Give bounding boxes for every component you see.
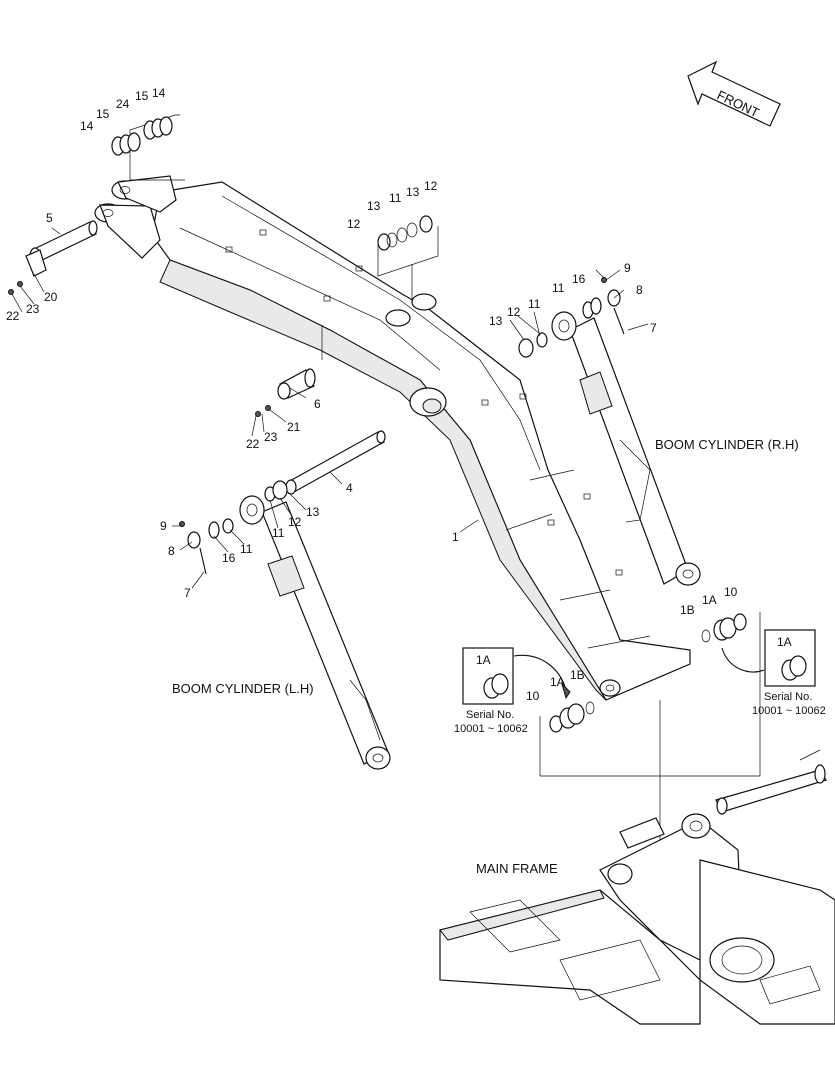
callout-14a: 14 [80,119,94,133]
callout-14b: 14 [152,86,166,100]
front-arrow: FRONT [687,60,781,127]
callout-7r: 7 [650,321,657,335]
callout-22a: 22 [6,309,20,323]
callout-11a: 11 [389,191,402,205]
caption-main-frame: MAIN FRAME [476,861,558,876]
foot-bushing-left [549,701,595,733]
callout-12a: 12 [347,217,361,231]
callout-8l: 8 [168,544,175,558]
main-frame [439,749,835,1025]
callout-10-left: 10 [526,689,540,703]
callout-23a: 23 [26,302,40,316]
callout-11e: 11 [240,542,253,556]
boom-cylinder-rh [518,277,701,586]
callout-numbers: 14 15 24 15 14 5 22 23 20 12 13 11 13 12… [6,86,738,703]
pin-5-assembly [8,220,98,295]
callout-20: 20 [44,290,58,304]
inset-box-right: 1A Serial No. 10001 ~ 10062 [721,629,826,717]
callout-13b: 13 [406,185,420,199]
pin-6-assembly [255,368,316,417]
boom-body [94,175,691,701]
foot-bushing-right [701,613,747,643]
upper-seal-group [377,215,439,300]
caption-boom-cylinder-rh: BOOM CYLINDER (R.H) [655,437,799,452]
callout-11r: 11 [552,281,565,295]
callout-12d: 12 [288,515,302,529]
callout-12b: 12 [424,179,438,193]
callout-1: 1 [452,530,459,544]
callout-4: 4 [346,481,353,495]
callout-15b: 15 [135,89,149,103]
callout-11c: 11 [528,297,541,311]
top-washer-group [111,114,185,181]
callout-15a: 15 [96,107,110,121]
callout-23b: 23 [264,430,278,444]
pin-4 [285,430,386,495]
callout-1a-right: 1A [702,593,717,607]
inset-right-part: 1A [777,635,792,649]
callout-21: 21 [287,420,301,434]
inset-left-line2: 10001 ~ 10062 [454,723,528,735]
callout-13d: 13 [306,505,320,519]
callout-16r: 16 [572,272,586,286]
boom-cylinder-lh [179,480,391,770]
callout-24: 24 [116,97,130,111]
caption-boom-cylinder-lh: BOOM CYLINDER (L.H) [172,681,314,696]
callout-10-right: 10 [724,585,738,599]
callout-13c: 13 [489,314,503,328]
callout-6: 6 [314,397,321,411]
callout-11d: 11 [272,526,285,540]
inset-left-part: 1A [476,653,491,667]
inset-box-left: 1A Serial No. 10001 ~ 10062 [454,647,571,735]
callout-1a-left: 1A [550,675,565,689]
inset-right-line1: Serial No. [764,691,812,703]
callout-7l: 7 [184,586,191,600]
leader-lines [11,227,649,589]
callout-9r: 9 [624,261,631,275]
callout-13a: 13 [367,199,381,213]
callout-9l: 9 [160,519,167,533]
callout-1b-left: 1B [570,668,585,682]
callout-16l: 16 [222,551,236,565]
callout-12c: 12 [507,305,521,319]
callout-8r: 8 [636,283,643,297]
callout-1b-right: 1B [680,603,695,617]
callout-5: 5 [46,211,53,225]
inset-left-line1: Serial No. [466,709,514,721]
callout-22b: 22 [246,437,260,451]
inset-right-line2: 10001 ~ 10062 [752,705,826,717]
